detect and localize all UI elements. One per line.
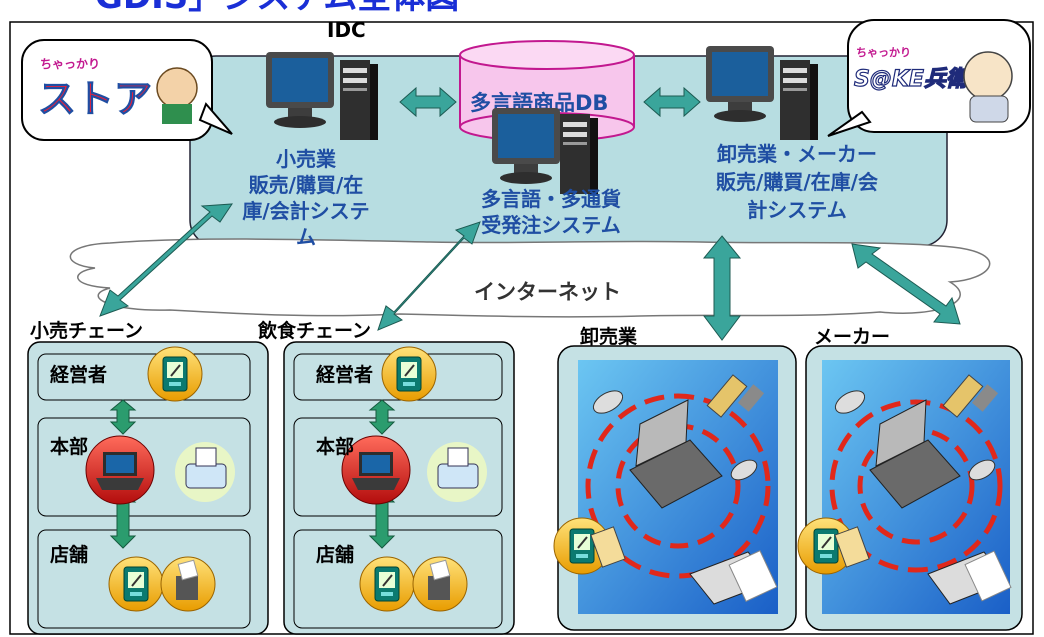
- sake-logo-text: S@KE兵衛: [854, 67, 972, 92]
- sake-logo-bubble: ちゃっかり S@KE兵衛: [827, 19, 1031, 137]
- wholesale-server-icon: [780, 60, 818, 140]
- wholesale-system-label: 卸売業・メーカー 販売/購買/在庫/会 計システム: [692, 140, 902, 224]
- maker-panel: [797, 345, 1023, 631]
- page-title: GDIS」システム全体図: [95, 0, 459, 17]
- retail-chain-title: 小売チェーン: [30, 320, 144, 342]
- restaurant-exec-label: 経営者: [316, 364, 374, 386]
- restaurant-chain-title: 飲食チェーン: [258, 320, 372, 342]
- satellite-icon: [942, 374, 999, 418]
- store-logo-bubble: ちゃっかり ストア: [21, 39, 233, 141]
- retail-shop-label: 店舗: [50, 544, 89, 566]
- shopkeeper-icon: [156, 67, 198, 109]
- pda-icon: [123, 566, 149, 602]
- diagram-frame: [9, 21, 1034, 635]
- order-system-line: 受発注システム: [481, 213, 621, 237]
- double-arrow-icon: [643, 86, 701, 118]
- satellite-dish-icon: [834, 390, 996, 481]
- terminal-icon: [428, 559, 451, 600]
- laptop-icon: [869, 399, 961, 509]
- retail-system-line: 販売/購買/在: [248, 173, 364, 197]
- wholesaler-panel: [553, 345, 797, 631]
- order-system-line: 多言語・多通貨: [481, 187, 621, 211]
- wholesale-system-line: 卸売業・メーカー: [717, 142, 877, 166]
- wholesale-system-line: 計システム: [747, 198, 847, 222]
- order-server-icon: [560, 114, 598, 194]
- idc-label: IDC: [327, 18, 366, 42]
- retail-system-line: 庫/会計システ: [242, 199, 370, 223]
- terminal-icon: [176, 559, 199, 600]
- double-arrow-icon: [399, 86, 457, 118]
- laptop-icon: [629, 399, 723, 509]
- store-logo-text: ストア: [38, 77, 152, 121]
- store-logo-small: ちゃっかり: [40, 57, 100, 71]
- chain-flow-arrows: [109, 399, 396, 549]
- restaurant-hq-label: 本部: [316, 436, 355, 458]
- wholesale-system-line: 販売/購買/在庫/会: [716, 170, 878, 194]
- retail-system-label: 小売業 販売/購買/在 庫/会計システ ム: [232, 146, 380, 250]
- mascot-icon: [963, 51, 1013, 101]
- internet-cloud: [69, 238, 991, 318]
- retail-exec-label: 経営者: [50, 364, 108, 386]
- order-system-label: 多言語・多通貨 受発注システム: [466, 186, 636, 238]
- laptop-icon: [96, 452, 144, 490]
- fax-icon: [689, 550, 778, 605]
- retail-system-line: 小売業: [276, 147, 336, 171]
- wholesaler-title: 卸売業: [580, 326, 638, 348]
- satellite-icon: [706, 374, 765, 418]
- laptop-icon: [352, 452, 400, 490]
- internet-label: インターネット: [474, 280, 621, 304]
- retail-system-line: ム: [296, 225, 316, 249]
- retail-hq-label: 本部: [50, 436, 89, 458]
- maker-title: メーカー: [814, 326, 891, 348]
- sake-logo-small: ちゃっかり: [856, 46, 911, 59]
- pda-icon: [396, 356, 422, 392]
- satellite-dish-icon: [592, 390, 758, 481]
- connection-arrows: [99, 203, 961, 341]
- printer-icon: [437, 447, 479, 489]
- restaurant-shop-label: 店舗: [316, 544, 355, 566]
- fax-icon: [927, 550, 1012, 605]
- retail-server-icon: [340, 60, 378, 140]
- pda-icon: [374, 566, 400, 602]
- printer-icon: [185, 447, 227, 489]
- pda-icon: [162, 356, 188, 392]
